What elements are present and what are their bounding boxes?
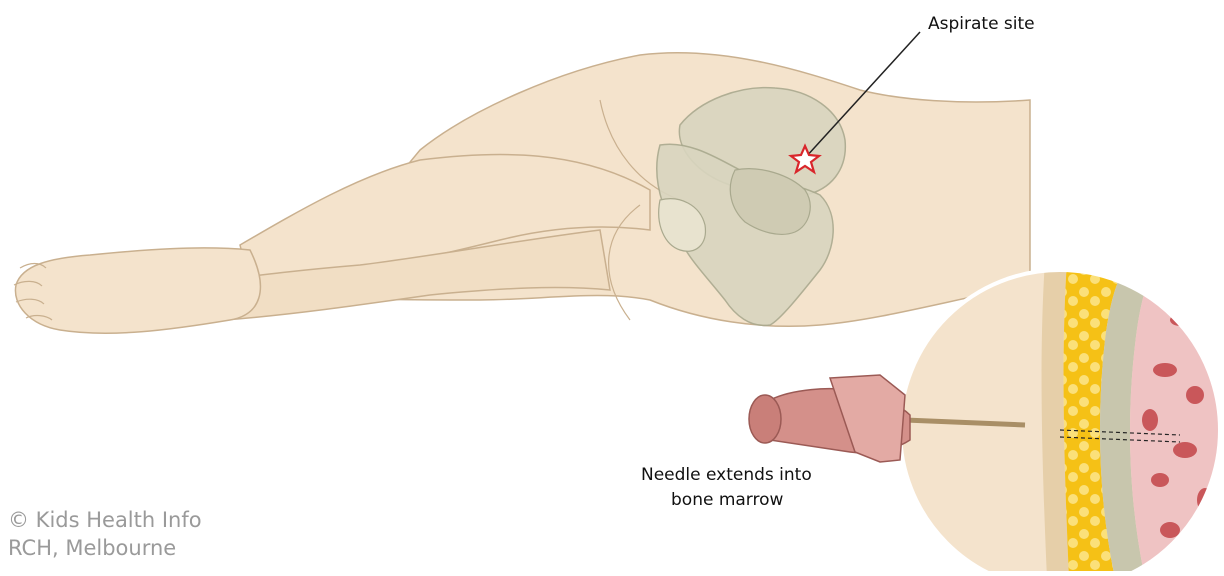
- foot: [15, 248, 260, 333]
- needle-caption-line-2: bone marrow: [641, 488, 812, 513]
- aspirate-site-label: Aspirate site: [928, 14, 1035, 34]
- magnified-inset: [890, 260, 1224, 571]
- needle-cap: [749, 395, 781, 443]
- needle-caption-line-1: Needle extends into: [641, 463, 812, 488]
- patient-body: [14, 53, 1030, 334]
- copyright-credit: © Kids Health Info RCH, Melbourne: [8, 506, 202, 562]
- credit-line-2: RCH, Melbourne: [8, 534, 202, 562]
- credit-line-1: © Kids Health Info: [8, 506, 202, 534]
- needle-caption: Needle extends into bone marrow: [641, 463, 812, 513]
